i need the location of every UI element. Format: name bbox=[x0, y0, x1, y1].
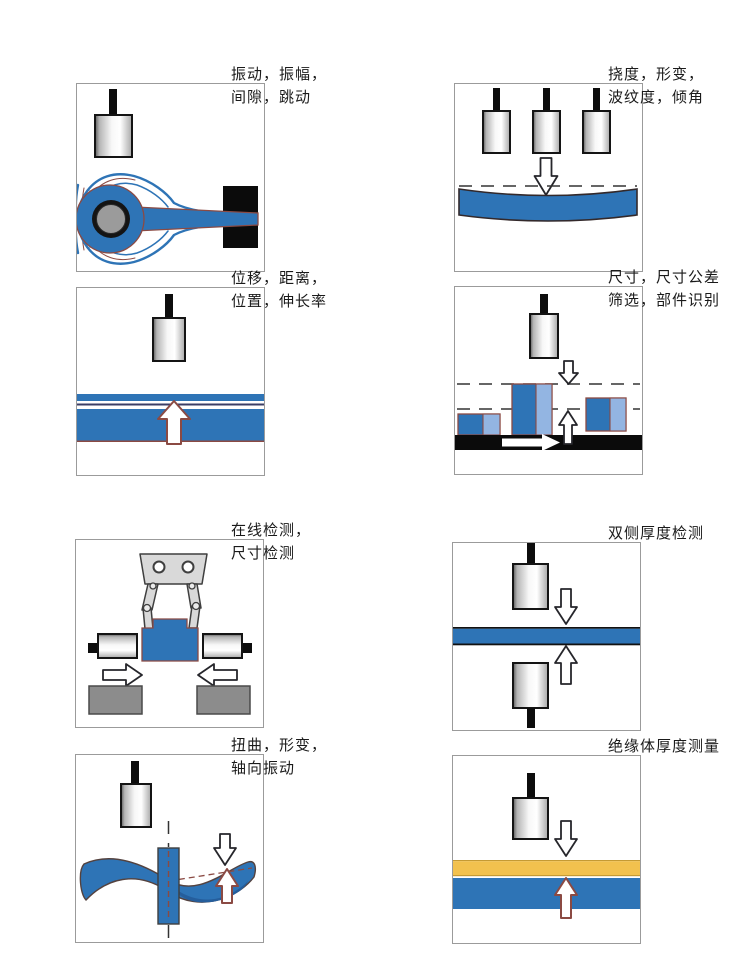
label-line: 尺寸，尺寸公差 bbox=[608, 270, 721, 286]
vibration-diagram bbox=[77, 89, 259, 265]
measured-strip bbox=[453, 627, 640, 646]
probe-body bbox=[94, 114, 133, 158]
down-arrow-icon bbox=[558, 360, 579, 385]
gripper-icon bbox=[139, 553, 208, 630]
workpiece bbox=[141, 618, 199, 662]
sensor-icon bbox=[512, 543, 549, 610]
insulator-diagram bbox=[453, 773, 640, 919]
right-arrow-icon bbox=[102, 663, 143, 687]
sensor-icon bbox=[532, 88, 561, 154]
down-arrow-icon bbox=[533, 157, 559, 196]
sensor-icon bbox=[94, 89, 133, 158]
dimension-diagram bbox=[455, 294, 642, 451]
panel-insulator bbox=[452, 755, 641, 944]
disc-hub bbox=[96, 204, 126, 234]
panel-twist bbox=[75, 754, 264, 943]
label-line: 间隙，跳动 bbox=[231, 90, 312, 106]
dual-thickness-diagram bbox=[453, 543, 640, 728]
inline-inspection-diagram bbox=[88, 553, 252, 715]
base-block bbox=[88, 685, 143, 715]
label-dimension: 尺寸，尺寸公差 筛选，部件识别 bbox=[608, 267, 720, 313]
label-line: 轴向振动 bbox=[231, 761, 296, 777]
up-arrow-icon bbox=[558, 410, 578, 445]
panel-dual-thickness bbox=[452, 542, 641, 731]
label-line: 振动，振幅， bbox=[231, 67, 328, 83]
label-line: 在线检测， bbox=[231, 523, 312, 539]
panel-deflection bbox=[454, 83, 643, 272]
label-line: 筛选，部件识别 bbox=[608, 293, 721, 309]
sensor-icon bbox=[120, 761, 152, 828]
label-line: 位置，伸长率 bbox=[231, 294, 328, 310]
label-twist: 扭曲，形变， 轴向振动 bbox=[231, 735, 327, 781]
sensor-icon bbox=[582, 88, 611, 154]
base-block bbox=[196, 685, 251, 715]
part-block bbox=[585, 397, 627, 432]
side-sensor-icon bbox=[202, 633, 252, 659]
label-vibration: 振动，振幅， 间隙，跳动 bbox=[231, 64, 327, 110]
sensor-icon bbox=[482, 88, 511, 154]
right-arrow-icon bbox=[502, 434, 560, 451]
down-arrow-icon bbox=[554, 588, 578, 625]
label-line: 双侧厚度检测 bbox=[608, 526, 705, 542]
probe-cable bbox=[109, 89, 117, 116]
bent-beam bbox=[458, 188, 638, 222]
panel-dimension bbox=[454, 286, 643, 475]
down-arrow-icon bbox=[554, 820, 578, 857]
sensor-icon bbox=[529, 294, 559, 359]
displacement-diagram bbox=[77, 294, 264, 445]
label-line: 尺寸检测 bbox=[231, 546, 296, 562]
sensor-icon bbox=[512, 773, 549, 840]
target-strip bbox=[77, 394, 264, 401]
label-line: 挠度，形变， bbox=[608, 67, 705, 83]
panel-vibration bbox=[76, 83, 265, 272]
up-arrow-icon bbox=[554, 645, 578, 685]
original-position-line bbox=[168, 867, 253, 882]
label-displacement: 位移，距离， 位置，伸长率 bbox=[231, 268, 327, 314]
up-arrow-icon bbox=[157, 400, 191, 445]
panel-inline-inspection bbox=[75, 539, 264, 728]
up-arrow-icon bbox=[554, 877, 578, 919]
down-arrow-icon bbox=[213, 833, 237, 866]
insulator-layer bbox=[453, 860, 640, 877]
label-line: 位移，距离， bbox=[231, 271, 328, 287]
part-block bbox=[457, 413, 501, 436]
label-line: 波纹度，倾角 bbox=[608, 90, 705, 106]
sensor-icon bbox=[152, 294, 186, 362]
left-arrow-icon bbox=[197, 663, 238, 687]
part-block bbox=[511, 383, 553, 436]
label-line: 绝缘体厚度测量 bbox=[608, 739, 721, 755]
metal-layer bbox=[453, 878, 640, 909]
label-deflection: 挠度，形变， 波纹度，倾角 bbox=[608, 64, 704, 110]
side-sensor-icon bbox=[88, 633, 138, 659]
panel-displacement bbox=[76, 287, 265, 476]
label-dual-thickness: 双侧厚度检测 bbox=[608, 523, 704, 546]
label-insulator: 绝缘体厚度测量 bbox=[608, 736, 720, 759]
label-inline-inspection: 在线检测， 尺寸检测 bbox=[231, 520, 311, 566]
deflection-diagram bbox=[458, 88, 638, 222]
twist-diagram bbox=[79, 761, 257, 939]
sensor-icon bbox=[512, 662, 549, 728]
label-line: 扭曲，形变， bbox=[231, 738, 328, 754]
up-arrow-icon bbox=[215, 868, 239, 904]
